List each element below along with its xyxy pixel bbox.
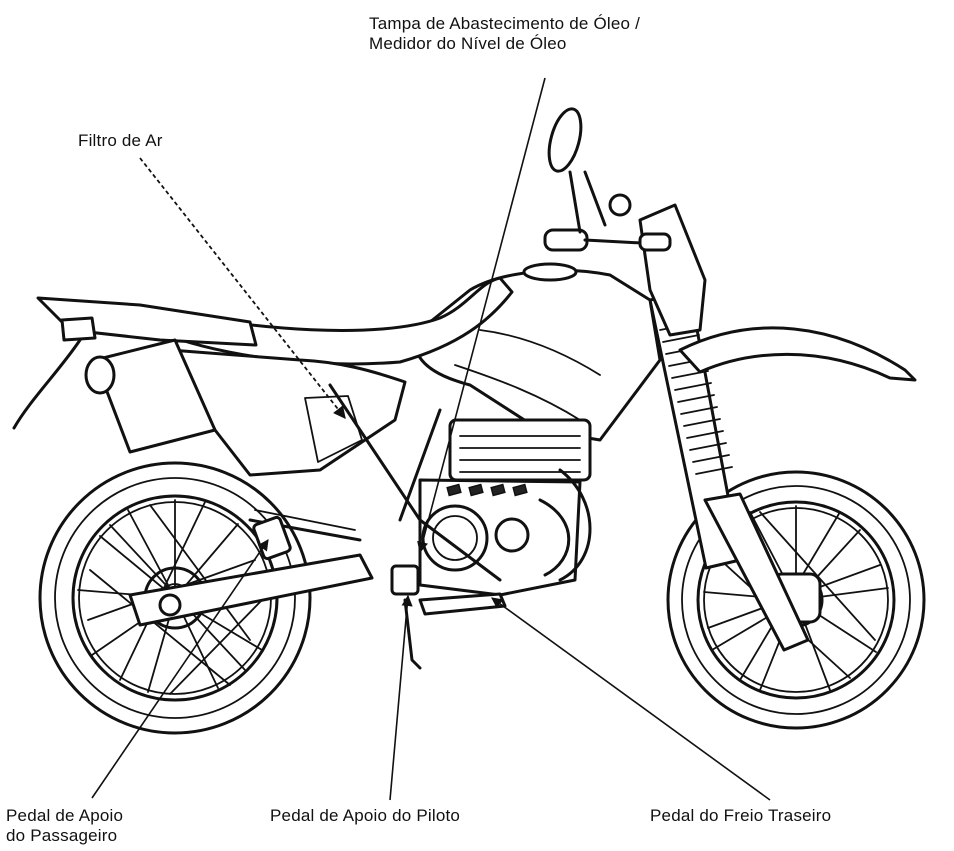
engine (418, 418, 592, 597)
front-fork (648, 290, 810, 652)
passenger-peg-label-line-1: Pedal de Apoio (6, 806, 124, 825)
oil-cap-label-line-2: Medidor do Nível de Óleo (369, 34, 567, 53)
taillight (60, 316, 97, 342)
leader-lines (91, 77, 771, 801)
oil-cap-leader (417, 77, 546, 554)
handlebar (543, 107, 672, 252)
muffler (93, 338, 217, 454)
passenger-peg-leader (91, 539, 269, 799)
rider-peg (390, 564, 420, 596)
air-filter-label-line-1: Filtro de Ar (78, 131, 163, 150)
rider-peg-label-line-1: Pedal de Apoio do Piloto (270, 806, 461, 825)
brake-pedal-leader (491, 597, 771, 801)
frame (328, 383, 502, 582)
rider-peg-label: Pedal de Apoio do Piloto (270, 806, 460, 826)
kickstand (403, 598, 422, 670)
rider-peg-leader (389, 594, 413, 801)
air-filter-leader (139, 157, 346, 419)
motorcycle-illustration (12, 107, 926, 735)
passenger-peg-label-line-2: do Passageiro (6, 826, 118, 845)
swingarm (128, 553, 374, 627)
fuel-tank (414, 268, 662, 442)
brake-pedal (418, 592, 507, 616)
oil-cap-label-line-1: Tampa de Abastecimento de Óleo / (369, 14, 641, 33)
passenger-peg-label: Pedal de Apoio do Passageiro (6, 806, 123, 846)
rear-brake-label-line-1: Pedal do Freio Traseiro (650, 806, 832, 825)
front-fender (678, 326, 917, 382)
oil-cap-label: Tampa de Abastecimento de Óleo / Medidor… (369, 14, 640, 54)
rear-brake-label: Pedal do Freio Traseiro (650, 806, 831, 826)
air-filter-label: Filtro de Ar (78, 131, 163, 151)
side-cover (168, 348, 407, 477)
